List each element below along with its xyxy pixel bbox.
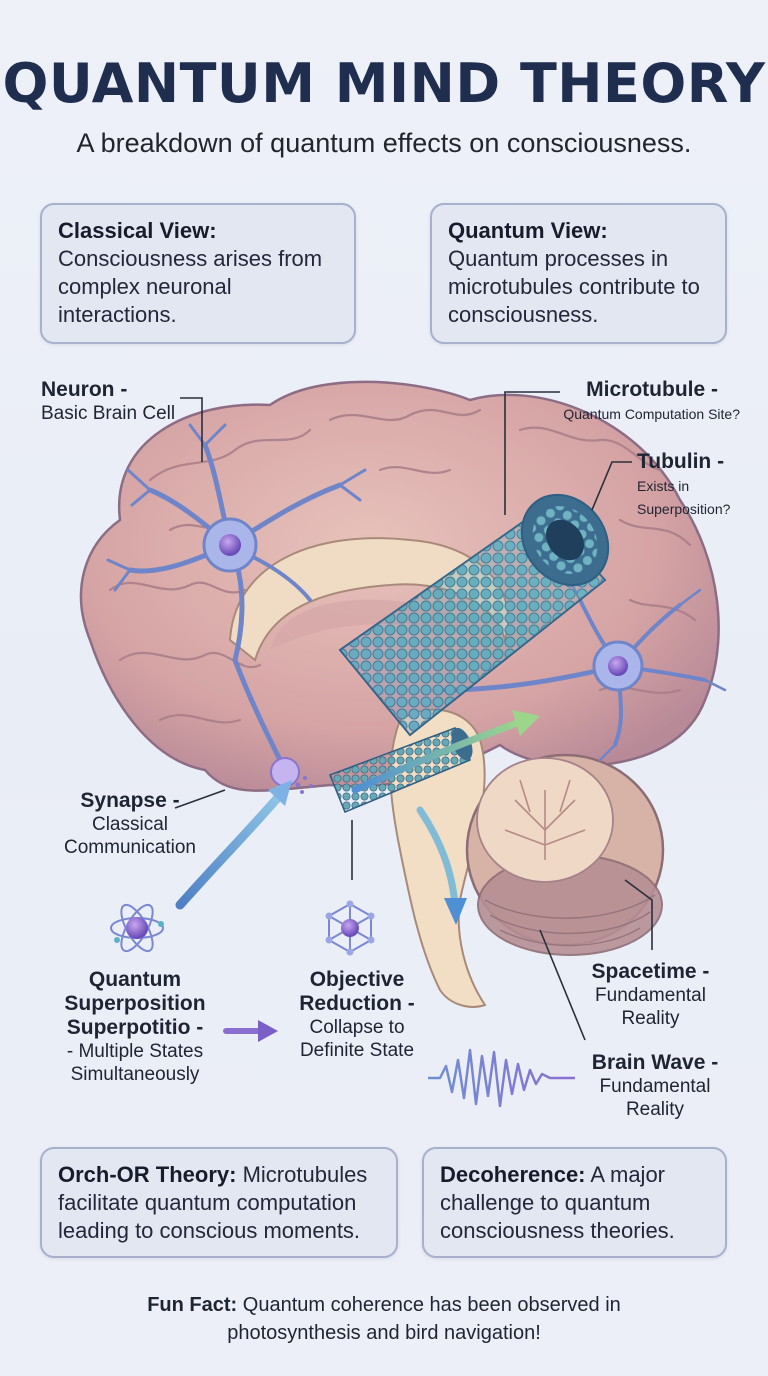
reduction-line3: Collapse to xyxy=(309,1017,405,1038)
tubulin-label-name: Tubulin - xyxy=(637,450,725,473)
spacetime-label: Spacetime - Fundamental Reality xyxy=(578,960,723,1030)
microtubule-label-desc: Quantum Computation Site? xyxy=(563,406,740,422)
superposition-line5: Simultaneously xyxy=(70,1064,200,1085)
fun-fact-line2: photosynthesis and bird navigation! xyxy=(227,1322,541,1344)
brainwave-label-name: Brain Wave - xyxy=(591,1051,719,1074)
superposition-line4: - Multiple States xyxy=(66,1041,204,1062)
arrow-to-synapse xyxy=(175,790,285,910)
brain-wave-icon xyxy=(428,1048,575,1108)
synapse-label-name: Synapse - xyxy=(80,789,180,812)
spacetime-label-desc2: Reality xyxy=(621,1008,680,1029)
brainwave-label-desc2: Reality xyxy=(625,1099,685,1120)
leader-spacetime xyxy=(624,879,653,950)
leader-brainwave xyxy=(539,929,586,1041)
microtubule-label-name: Microtubule - xyxy=(586,378,718,401)
reduction-line1: Objective xyxy=(309,968,405,991)
synapse-terminal xyxy=(270,757,300,787)
fun-fact-line1: Quantum coherence has been observed in xyxy=(242,1294,621,1316)
brainwave-label-desc1: Fundamental xyxy=(599,1076,711,1097)
decoherence-box: Decoherence: A major challenge to quantu… xyxy=(422,1147,727,1258)
leader-microtubule xyxy=(504,391,560,515)
synapse-label: Synapse - Classical Communication xyxy=(40,789,220,859)
page-subtitle: A breakdown of quantum effects on consci… xyxy=(76,128,692,158)
fun-fact: Fun Fact: Quantum coherence has been obs… xyxy=(0,1291,768,1347)
tubulin-label-desc2: Superposition? xyxy=(637,501,731,517)
leader-neuron xyxy=(180,397,203,462)
orch-or-box: Orch-OR Theory: Microtubules facilitate … xyxy=(40,1147,398,1258)
atom-icon xyxy=(110,903,164,953)
superposition-label: Quantum Superposition Superpotitio - - M… xyxy=(40,968,230,1086)
cerebellum xyxy=(465,753,665,956)
decoherence-text: A major challenge to quantum consciousne… xyxy=(440,1162,675,1243)
microtubule-large xyxy=(338,493,610,737)
neuron-label-desc: Basic Brain Cell xyxy=(41,403,176,424)
leader-tubulin xyxy=(591,461,632,511)
tubulin-label: Tubulin - Exists in Superposition? xyxy=(637,450,730,520)
arrow-down xyxy=(416,806,459,909)
page-title: QUANTUM MIND THEORY xyxy=(2,52,766,115)
brain-cerebrum xyxy=(79,380,720,792)
leader-synapse xyxy=(174,789,226,809)
reduction-line2: Reduction - xyxy=(299,992,415,1015)
synapse-label-desc1: Classical xyxy=(91,814,169,835)
reduction-label: Objective Reduction - Collapse to Defini… xyxy=(282,968,432,1062)
neuron-label: Neuron - Basic Brain Cell xyxy=(41,378,175,425)
brainwave-label: Brain Wave - Fundamental Reality xyxy=(580,1051,730,1121)
quantum-view-box: Quantum View: Quantum processes in micro… xyxy=(430,203,727,344)
microtubule-label: Microtubule - Quantum Computation Site? xyxy=(530,378,740,425)
reduction-line4: Definite State xyxy=(299,1040,415,1061)
quantum-view-text: Quantum processes in microtubules contri… xyxy=(448,246,700,327)
neuron-label-name: Neuron - xyxy=(41,378,128,401)
arrow-green xyxy=(351,718,524,794)
spacetime-label-name: Spacetime - xyxy=(591,960,710,983)
superposition-line2: Superposition xyxy=(64,992,206,1015)
classical-view-text: Consciousness arises from complex neuron… xyxy=(58,246,323,327)
superposition-line3: Superpotitio - xyxy=(66,1016,204,1039)
orch-or-text: Microtubules facilitate quantum computat… xyxy=(58,1162,368,1243)
orch-or-heading: Orch-OR Theory: xyxy=(58,1162,237,1187)
superposition-line1: Quantum xyxy=(88,968,182,991)
classical-view-heading: Classical View: xyxy=(58,218,217,243)
quantum-view-heading: Quantum View: xyxy=(448,218,608,243)
tubulin-label-desc1: Exists in xyxy=(637,478,690,494)
synapse-label-desc2: Communication xyxy=(64,837,196,858)
classical-view-box: Classical View: Consciousness arises fro… xyxy=(40,203,356,344)
crystal-lattice-icon xyxy=(325,900,375,956)
spacetime-label-desc1: Fundamental xyxy=(595,985,706,1006)
decoherence-heading: Decoherence: xyxy=(440,1162,586,1187)
fun-fact-heading: Fun Fact: xyxy=(147,1294,238,1316)
